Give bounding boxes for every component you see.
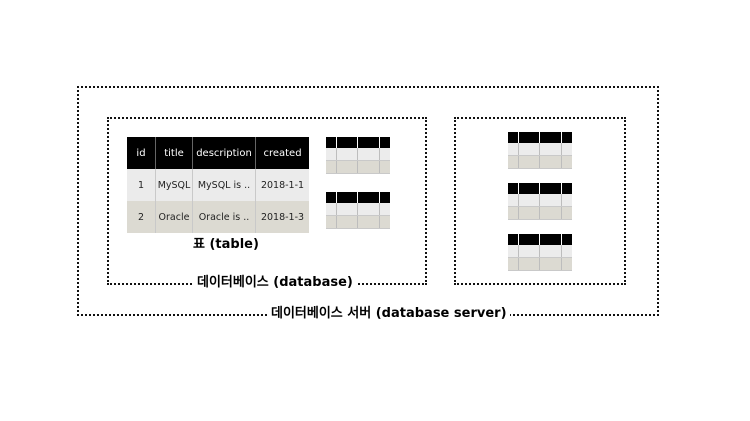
column-header: id (127, 137, 156, 169)
column-header: title (155, 137, 193, 169)
table-cell: 2 (127, 201, 156, 233)
database-server-caption: 데이터베이스 서버 (database server) (268, 306, 510, 322)
table-header-row: id title description created (127, 137, 309, 169)
database-caption: 데이터베이스 (database) (194, 275, 356, 291)
mini-table-icon (508, 183, 572, 220)
column-header: created (255, 137, 309, 169)
table-cell: MySQL is .. (192, 169, 256, 201)
table-caption: 표 (table) (193, 237, 259, 252)
mini-table-icon (326, 192, 390, 229)
column-header: description (192, 137, 256, 169)
table-row: 1 MySQL MySQL is .. 2018-1-1 (127, 169, 309, 201)
database-boundary-secondary (454, 117, 626, 285)
table-cell: MySQL (155, 169, 193, 201)
mini-table-icon (508, 132, 572, 169)
mini-table-icon (508, 234, 572, 271)
table-cell: 2018-1-1 (255, 169, 309, 201)
table-cell: 2018-1-3 (255, 201, 309, 233)
mini-table-icon (326, 137, 390, 174)
table-row: 2 Oracle Oracle is .. 2018-1-3 (127, 201, 309, 233)
table-cell: Oracle is .. (192, 201, 256, 233)
example-table: id title description created 1 MySQL MyS… (127, 137, 309, 233)
table-cell: Oracle (155, 201, 193, 233)
table-cell: 1 (127, 169, 156, 201)
